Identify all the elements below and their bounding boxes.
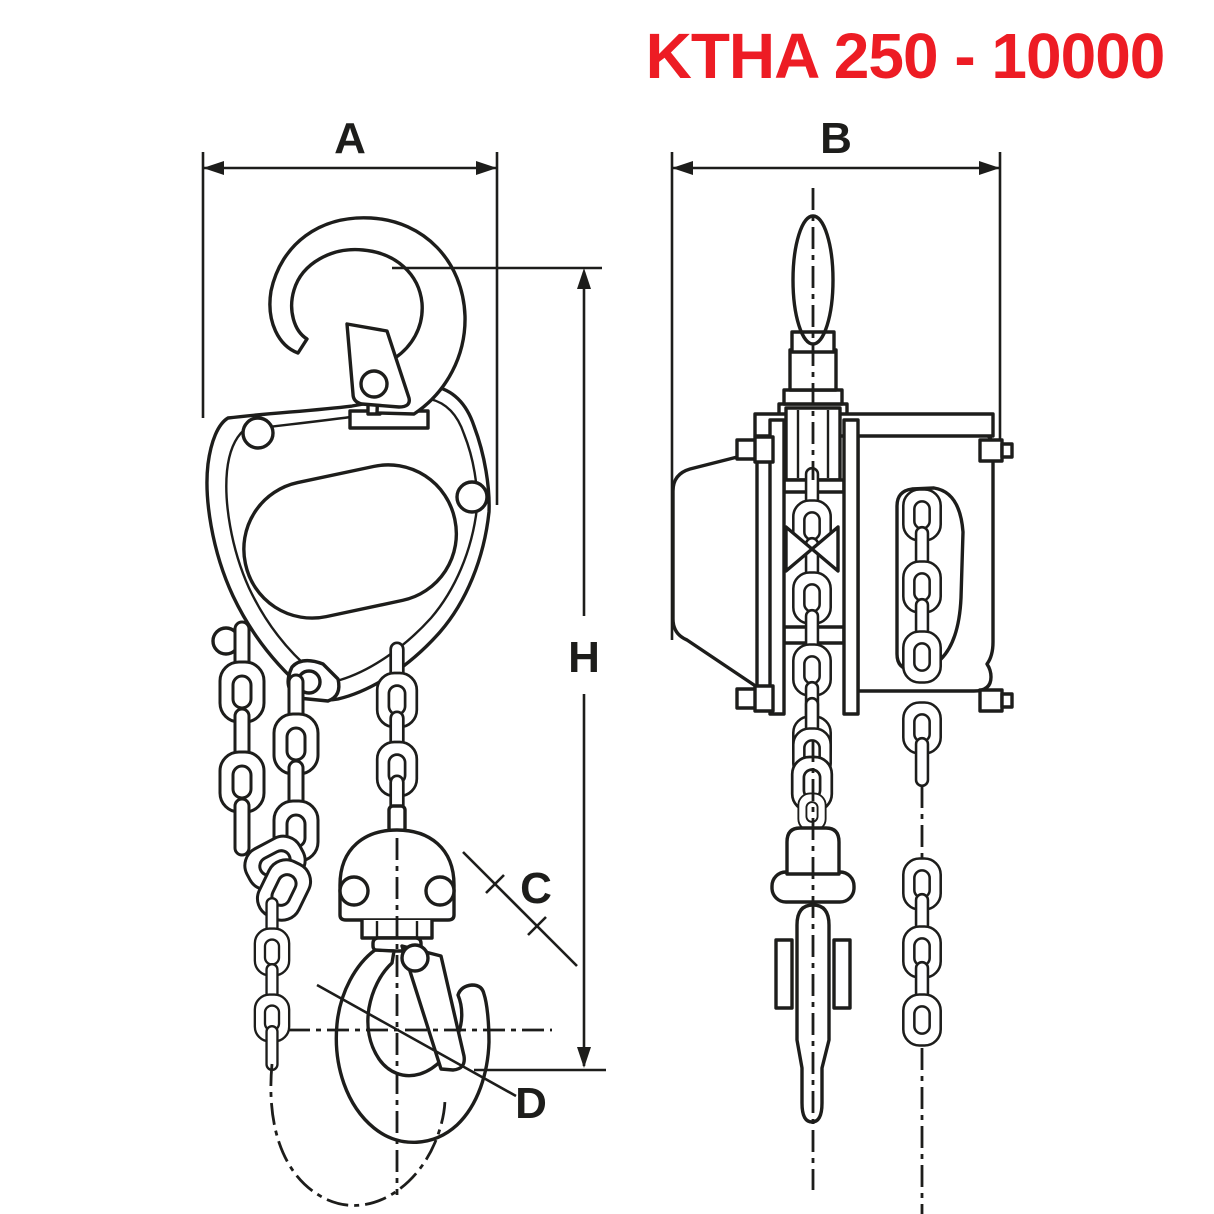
pocket-wheel-guide: [810, 525, 840, 573]
hand-chain-tail: [253, 896, 291, 1072]
side-plate-rail: [768, 418, 786, 716]
side-load-chain: [784, 466, 840, 769]
hand-chain-loop-path: [269, 1063, 447, 1207]
bolt-hole: [455, 480, 489, 514]
block-pin: [338, 875, 370, 907]
gear-housing: [205, 384, 491, 703]
side-body: [671, 406, 1014, 716]
bolt-hole: [241, 416, 275, 450]
latch-pivot: [359, 369, 389, 399]
dimension-a: A: [201, 114, 499, 505]
wheel-chain: [902, 488, 942, 684]
bolts: [735, 435, 1014, 713]
bottom-hook: [334, 943, 491, 1144]
block-pin: [424, 875, 456, 907]
hook-wing: [832, 938, 852, 1010]
dim-label-a: A: [334, 114, 366, 163]
centerlines-front: [269, 838, 552, 1207]
dimension-c: C: [462, 851, 578, 967]
side-plate-rail: [842, 418, 860, 716]
latch-pivot: [400, 943, 430, 973]
dim-label-b: B: [820, 114, 852, 163]
front-view: A: [201, 114, 606, 1207]
handwheel-recess: [242, 463, 459, 620]
side-hand-chain: [902, 701, 942, 1047]
dimension-d: D: [316, 983, 547, 1128]
top-hook: [268, 216, 467, 430]
hook-wing: [774, 938, 794, 1010]
gear-cover-side: [671, 450, 759, 689]
drawing-title: KTHA 250 - 10000: [646, 20, 1165, 92]
centerlines-side: [811, 188, 924, 1214]
dimension-b: B: [670, 114, 1002, 640]
dim-label-h: H: [568, 633, 600, 682]
dim-label-c: C: [520, 864, 552, 913]
dim-label-d: D: [515, 1079, 547, 1128]
pocket-wheel-guide: [784, 525, 814, 573]
side-view: B: [670, 114, 1014, 1214]
dimension-h: H: [392, 266, 606, 1072]
